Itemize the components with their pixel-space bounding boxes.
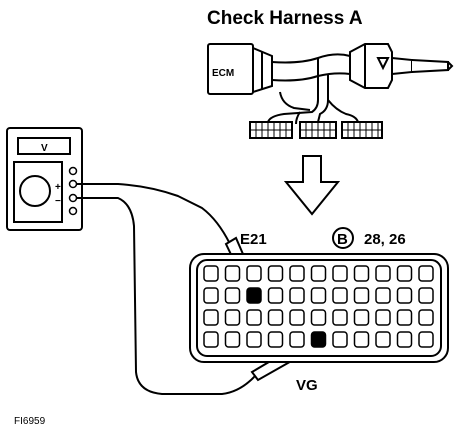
connector-pin — [203, 265, 219, 282]
connector-pin — [396, 309, 413, 326]
connector-pin — [375, 331, 391, 348]
pin-e21-cavity — [246, 287, 262, 304]
connector-pin — [203, 331, 219, 348]
connector-pin — [353, 309, 370, 326]
connector-pin — [224, 331, 241, 348]
down-arrow-icon — [283, 155, 341, 216]
connector-pin — [246, 309, 262, 326]
meter-display: V — [41, 143, 48, 154]
connector-pin — [310, 287, 327, 304]
connector-pin — [246, 265, 262, 282]
pin-vg-cavity — [310, 331, 327, 348]
connector-pin — [267, 309, 284, 326]
connector-pin — [353, 331, 370, 348]
harness-connectors-small — [249, 121, 383, 139]
connector-pin — [332, 265, 348, 282]
connector-pin — [375, 309, 391, 326]
connector-pin — [289, 287, 305, 304]
ecm-unit — [207, 43, 273, 95]
connector-pin — [353, 265, 370, 282]
connector-pin — [332, 309, 348, 326]
connector-pin — [418, 265, 434, 282]
label-vg: VG — [296, 377, 318, 394]
connector-pin — [289, 265, 305, 282]
connector-pin — [310, 309, 327, 326]
connector-pin — [396, 265, 413, 282]
diagram-title: Check Harness A — [207, 8, 363, 29]
figure-id: FI6959 — [14, 416, 46, 427]
label-terminals: 28, 26 — [364, 231, 406, 248]
voltmeter — [6, 127, 83, 231]
connector-pin — [396, 287, 413, 304]
connector-pin — [224, 309, 241, 326]
test-leads — [77, 183, 256, 395]
connector-pin — [267, 287, 284, 304]
connector-pin — [418, 309, 434, 326]
label-e21: E21 — [240, 231, 267, 248]
ecm-label: ECM — [212, 68, 234, 79]
connector-pin — [332, 331, 348, 348]
meter-jacks — [68, 166, 78, 216]
connector-pin — [332, 287, 348, 304]
connector-pin — [203, 287, 219, 304]
connector-pin — [267, 265, 284, 282]
group-b-letter: B — [337, 231, 348, 248]
connector-pin — [375, 265, 391, 282]
meter-plus-sign: + — [55, 182, 61, 193]
connector-pin — [224, 287, 241, 304]
harness-connector-right — [349, 43, 454, 89]
connector-pin — [289, 331, 305, 348]
connector-pin — [375, 287, 391, 304]
connector-pin — [418, 287, 434, 304]
connector-pin — [353, 287, 370, 304]
connector-pin — [224, 265, 241, 282]
connector-pin-grid — [203, 265, 434, 348]
connector-pin — [289, 309, 305, 326]
meter-minus-sign: − — [55, 196, 61, 207]
connector-pin — [310, 265, 327, 282]
connector-pin — [267, 331, 284, 348]
connector-pin — [246, 331, 262, 348]
connector-pin — [203, 309, 219, 326]
harness-branches — [267, 91, 359, 125]
connector-pin — [418, 331, 434, 348]
group-b-badge — [332, 227, 354, 249]
connector-pin — [396, 331, 413, 348]
harness-trunk — [271, 53, 351, 100]
